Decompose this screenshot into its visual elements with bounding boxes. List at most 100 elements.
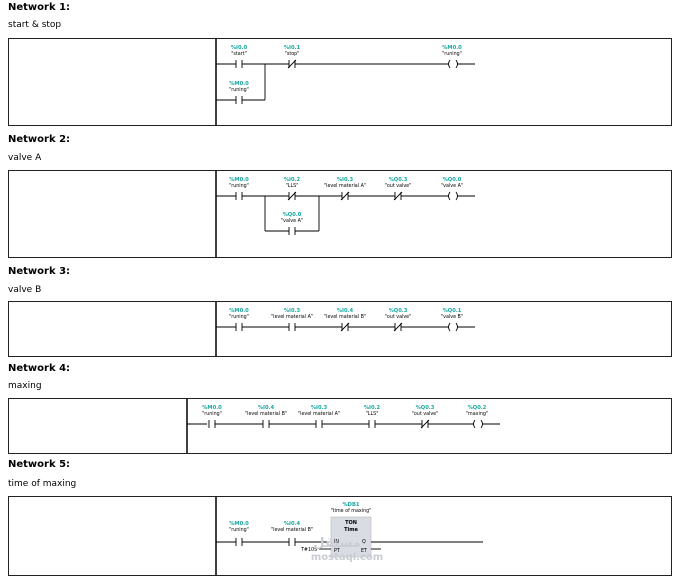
contact-symbol: "out valve" bbox=[412, 411, 439, 417]
contact-symbol: "level material A" bbox=[298, 411, 340, 417]
coil-address: %Q0.2 bbox=[468, 405, 487, 411]
contact-address: %M0.0 bbox=[229, 308, 249, 314]
coil-maxing[interactable]: %Q0.2 "maxing" bbox=[466, 405, 488, 429]
contact-address: %Q0.3 bbox=[416, 405, 435, 411]
contact-address: %M0.0 bbox=[229, 81, 249, 87]
coil-address: %Q0.0 bbox=[443, 177, 462, 183]
contact-out-valve[interactable]: %Q0.3 "out valve" bbox=[385, 177, 412, 201]
watermark-url: mostaql.com bbox=[311, 552, 383, 563]
contact-symbol: "level material B" bbox=[245, 411, 287, 417]
contact-out-valve[interactable]: %Q0.3 "out valve" bbox=[412, 405, 439, 429]
contact-address: %Q0.3 bbox=[389, 308, 408, 314]
contact-symbol: "LLS" bbox=[286, 183, 299, 189]
contact-level-material-a[interactable]: %I0.3 "level material A" bbox=[298, 405, 340, 428]
network-5-comment: time of maxing bbox=[8, 479, 77, 489]
contact-address: %I0.3 bbox=[311, 405, 328, 411]
network-1-comment: start & stop bbox=[8, 20, 62, 30]
timer-body bbox=[330, 516, 372, 558]
contact-level-material-b[interactable]: %I0.4 "level material B" bbox=[324, 308, 366, 332]
contact-address: %I0.2 bbox=[284, 177, 301, 183]
network-5-box[interactable]: %M0.0 "runing" %I0.4 "level material B" … bbox=[8, 496, 672, 576]
network-3-title: Network 3: bbox=[8, 266, 71, 277]
timer-instance-address: %DB1 bbox=[342, 502, 359, 508]
contact-symbol: "out valve" bbox=[385, 314, 412, 320]
contact-address: %I0.0 bbox=[231, 45, 248, 51]
timer-preset-value[interactable]: T#10S bbox=[300, 547, 317, 553]
coil-symbol: "runing" bbox=[442, 51, 462, 57]
contact-symbol: "stop" bbox=[285, 51, 300, 57]
contact-symbol: "start" bbox=[231, 51, 247, 57]
contact-runing[interactable]: %M0.0 "runing" bbox=[229, 177, 249, 200]
contact-level-material-b[interactable]: %I0.4 "level material B" bbox=[245, 405, 287, 428]
contact-symbol: "runing" bbox=[229, 314, 249, 320]
contact-address: %M0.0 bbox=[202, 405, 222, 411]
contact-out-valve[interactable]: %Q0.3 "out valve" bbox=[385, 308, 412, 332]
watermark-text: مستقل bbox=[313, 536, 361, 551]
contact-address: %I0.4 bbox=[258, 405, 275, 411]
network-2-box[interactable]: %M0.0 "runing" %I0.2 "LLS" %I0.3 "level … bbox=[8, 170, 672, 258]
coil-runing[interactable]: %M0.0 "runing" bbox=[442, 45, 462, 69]
network-3-comment: valve B bbox=[8, 285, 42, 295]
coil-valve-a[interactable]: %Q0.0 "valve A" bbox=[441, 177, 463, 201]
coil-address: %Q0.1 bbox=[443, 308, 462, 314]
contact-valve-a-latch[interactable]: %Q0.0 "valve A" bbox=[281, 212, 303, 235]
contact-address: %M0.0 bbox=[229, 177, 249, 183]
contact-symbol: "runing" bbox=[229, 527, 249, 533]
network-2-title: Network 2: bbox=[8, 134, 71, 145]
contact-runing[interactable]: %M0.0 "runing" bbox=[229, 308, 249, 331]
coil-address: %M0.0 bbox=[442, 45, 462, 51]
network-3-box[interactable]: %M0.0 "runing" %I0.3 "level material A" … bbox=[8, 301, 672, 357]
timer-pin-et: ET bbox=[361, 548, 367, 554]
timer-pin-in: IN bbox=[334, 539, 339, 545]
network-1-title: Network 1: bbox=[8, 2, 71, 13]
contact-lls[interactable]: %I0.2 "LLS" bbox=[364, 405, 381, 428]
contact-address: %I0.2 bbox=[364, 405, 381, 411]
network-5-ladder: %M0.0 "runing" %I0.4 "level material B" … bbox=[215, 497, 483, 575]
contact-address: %M0.0 bbox=[229, 521, 249, 527]
network-2-comment: valve A bbox=[8, 153, 42, 163]
contact-symbol: "level material A" bbox=[271, 314, 313, 320]
contact-symbol: "runing" bbox=[202, 411, 222, 417]
network-4-title: Network 4: bbox=[8, 363, 71, 374]
contact-address: %I0.4 bbox=[337, 308, 354, 314]
network-1-ladder: %I0.0 "start" %I0.1 "stop" %M0.0 "runing… bbox=[215, 39, 475, 125]
contact-symbol: "level material B" bbox=[271, 527, 313, 533]
contact-lls[interactable]: %I0.2 "LLS" bbox=[284, 177, 301, 201]
coil-symbol: "maxing" bbox=[466, 411, 488, 417]
contact-level-material-a[interactable]: %I0.3 "level material A" bbox=[324, 177, 366, 201]
network-1-box[interactable]: %I0.0 "start" %I0.1 "stop" %M0.0 "runing… bbox=[8, 38, 672, 126]
network-2-ladder: %M0.0 "runing" %I0.2 "LLS" %I0.3 "level … bbox=[215, 171, 475, 257]
timer-type: TON bbox=[345, 520, 357, 526]
contact-address: %I0.3 bbox=[337, 177, 354, 183]
contact-symbol: "level material B" bbox=[324, 314, 366, 320]
contact-symbol: "runing" bbox=[229, 87, 249, 93]
contact-symbol: "level material A" bbox=[324, 183, 366, 189]
network-5-title: Network 5: bbox=[8, 459, 71, 470]
coil-symbol: "valve B" bbox=[441, 314, 463, 320]
contact-runing-latch[interactable]: %M0.0 "runing" bbox=[229, 81, 249, 104]
contact-address: %I0.1 bbox=[284, 45, 301, 51]
timer-subtitle: Time bbox=[344, 527, 358, 533]
contact-start[interactable]: %I0.0 "start" bbox=[231, 45, 248, 68]
network-3-ladder: %M0.0 "runing" %I0.3 "level material A" … bbox=[215, 302, 475, 356]
contact-address: %Q0.3 bbox=[389, 177, 408, 183]
network-4-box[interactable]: %M0.0 "runing" %I0.4 "level material B" … bbox=[8, 398, 672, 454]
coil-symbol: "valve A" bbox=[441, 183, 463, 189]
ton-timer-block[interactable]: %DB1 "time of maxing" TON Time IN PT Q E… bbox=[330, 502, 372, 558]
contact-symbol: "valve A" bbox=[281, 218, 303, 224]
contact-symbol: "out valve" bbox=[385, 183, 412, 189]
coil-valve-b[interactable]: %Q0.1 "valve B" bbox=[441, 308, 463, 332]
contact-address: %Q0.0 bbox=[283, 212, 302, 218]
timer-pin-pt: PT bbox=[334, 548, 340, 554]
timer-instance-symbol: "time of maxing" bbox=[331, 508, 372, 514]
network-4-comment: maxing bbox=[8, 381, 42, 391]
contact-level-material-a[interactable]: %I0.3 "level material A" bbox=[271, 308, 313, 331]
contact-symbol: "runing" bbox=[229, 183, 249, 189]
contact-runing[interactable]: %M0.0 "runing" bbox=[202, 405, 222, 428]
contact-address: %I0.4 bbox=[284, 521, 301, 527]
network-4-ladder: %M0.0 "runing" %I0.4 "level material B" … bbox=[186, 399, 500, 453]
timer-pin-q: Q bbox=[362, 539, 366, 545]
contact-address: %I0.3 bbox=[284, 308, 301, 314]
contact-stop[interactable]: %I0.1 "stop" bbox=[284, 45, 301, 69]
contact-symbol: "LLS" bbox=[366, 411, 379, 417]
